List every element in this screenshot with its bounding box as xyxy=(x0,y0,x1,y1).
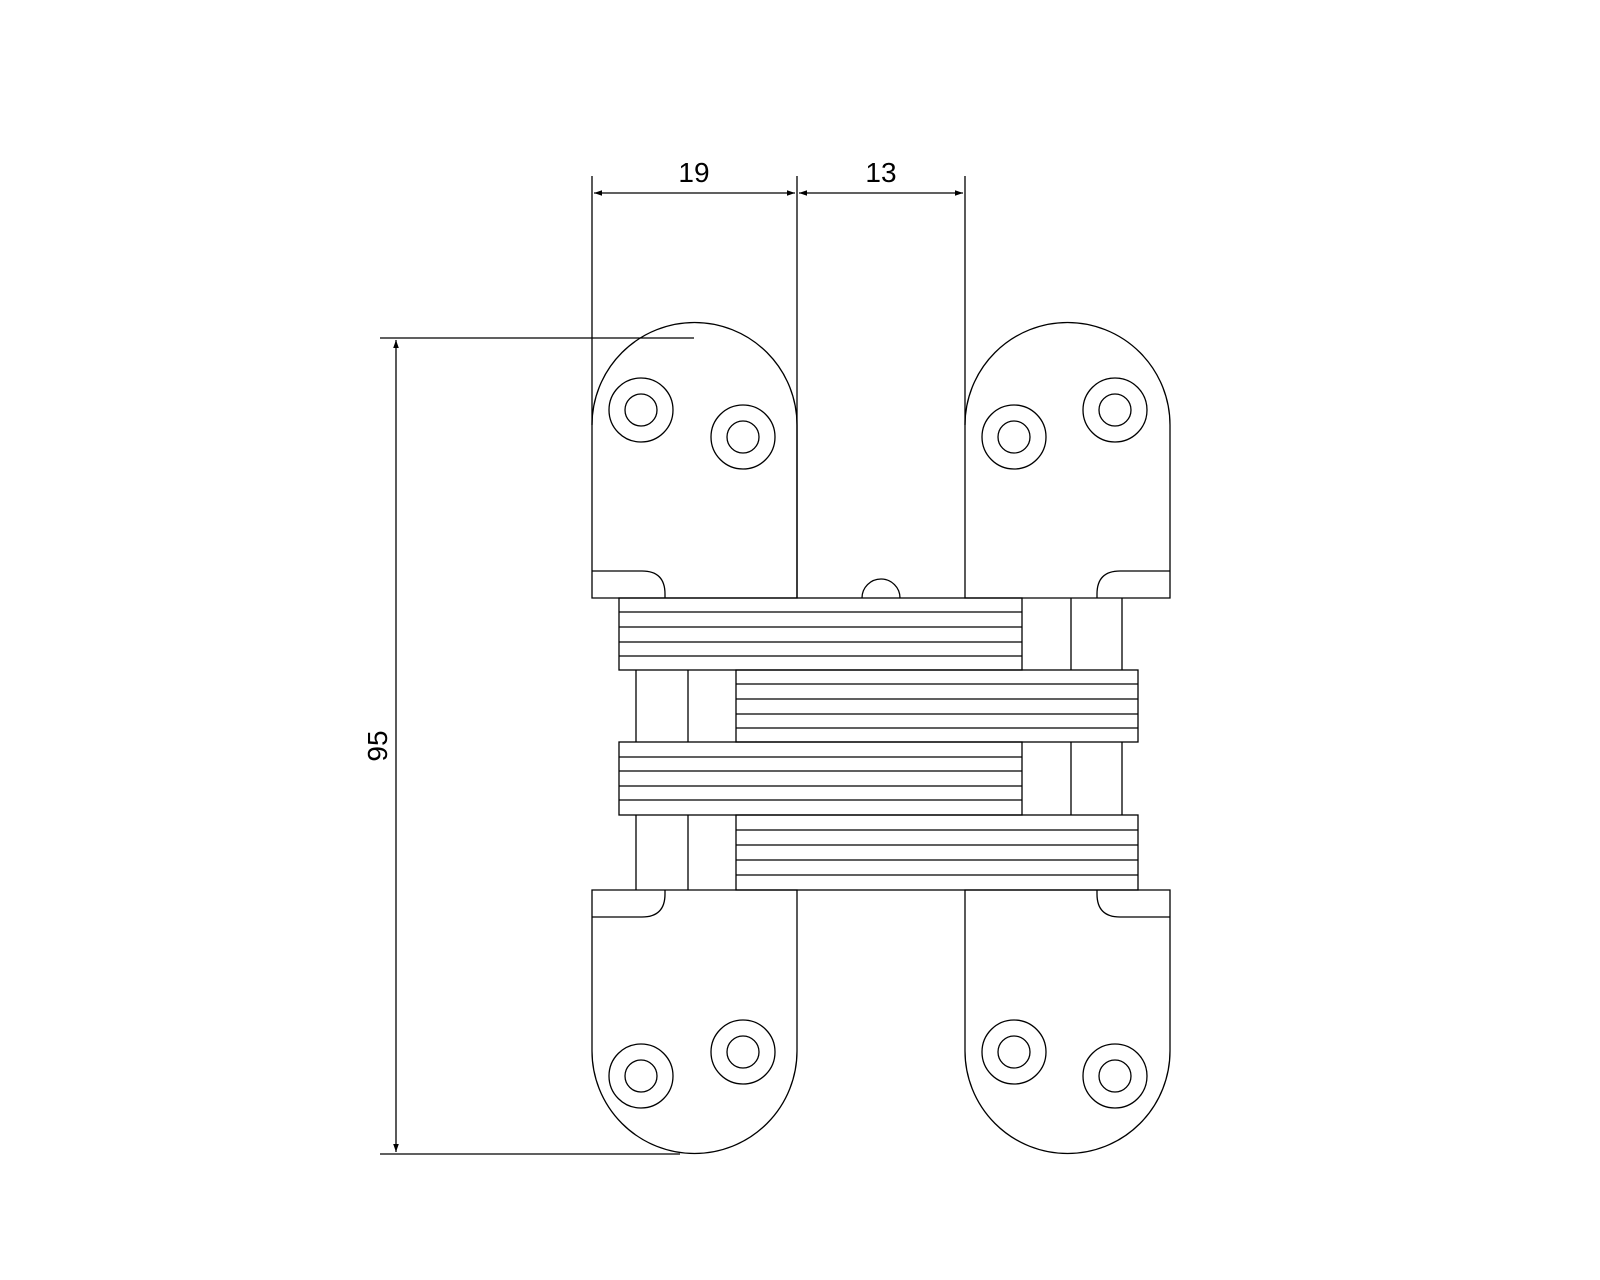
dimension-gap-width xyxy=(799,176,966,425)
center-notch xyxy=(861,578,901,599)
link-bar-1 xyxy=(618,597,1023,671)
screw-hole-icon xyxy=(981,1019,1047,1085)
link-bar-4 xyxy=(735,814,1139,891)
screw-hole-icon xyxy=(608,377,674,443)
dimension-text-total-height: 95 xyxy=(362,730,393,761)
pivot-pins-right xyxy=(1070,598,1123,815)
bottom-right-mounting-plate xyxy=(964,889,1171,1155)
screw-hole-icon xyxy=(1082,377,1148,443)
pivot-pins-left xyxy=(635,670,689,890)
dimension-leaf-width xyxy=(591,176,798,598)
screw-hole-icon xyxy=(1082,1043,1148,1109)
screw-hole-icon xyxy=(710,404,776,470)
screw-hole-icon xyxy=(608,1043,674,1109)
top-right-mounting-plate xyxy=(964,321,1171,599)
top-left-mounting-plate xyxy=(591,321,798,599)
dimension-text-gap-width: 13 xyxy=(865,157,896,188)
link-bar-2 xyxy=(735,669,1139,743)
dimension-text-leaf-width: 19 xyxy=(678,157,709,188)
bottom-left-mounting-plate xyxy=(591,889,798,1155)
link-bar-3 xyxy=(618,741,1023,816)
screw-hole-icon xyxy=(710,1019,776,1085)
screw-hole-icon xyxy=(981,404,1047,470)
dimension-total-height xyxy=(380,337,694,1155)
